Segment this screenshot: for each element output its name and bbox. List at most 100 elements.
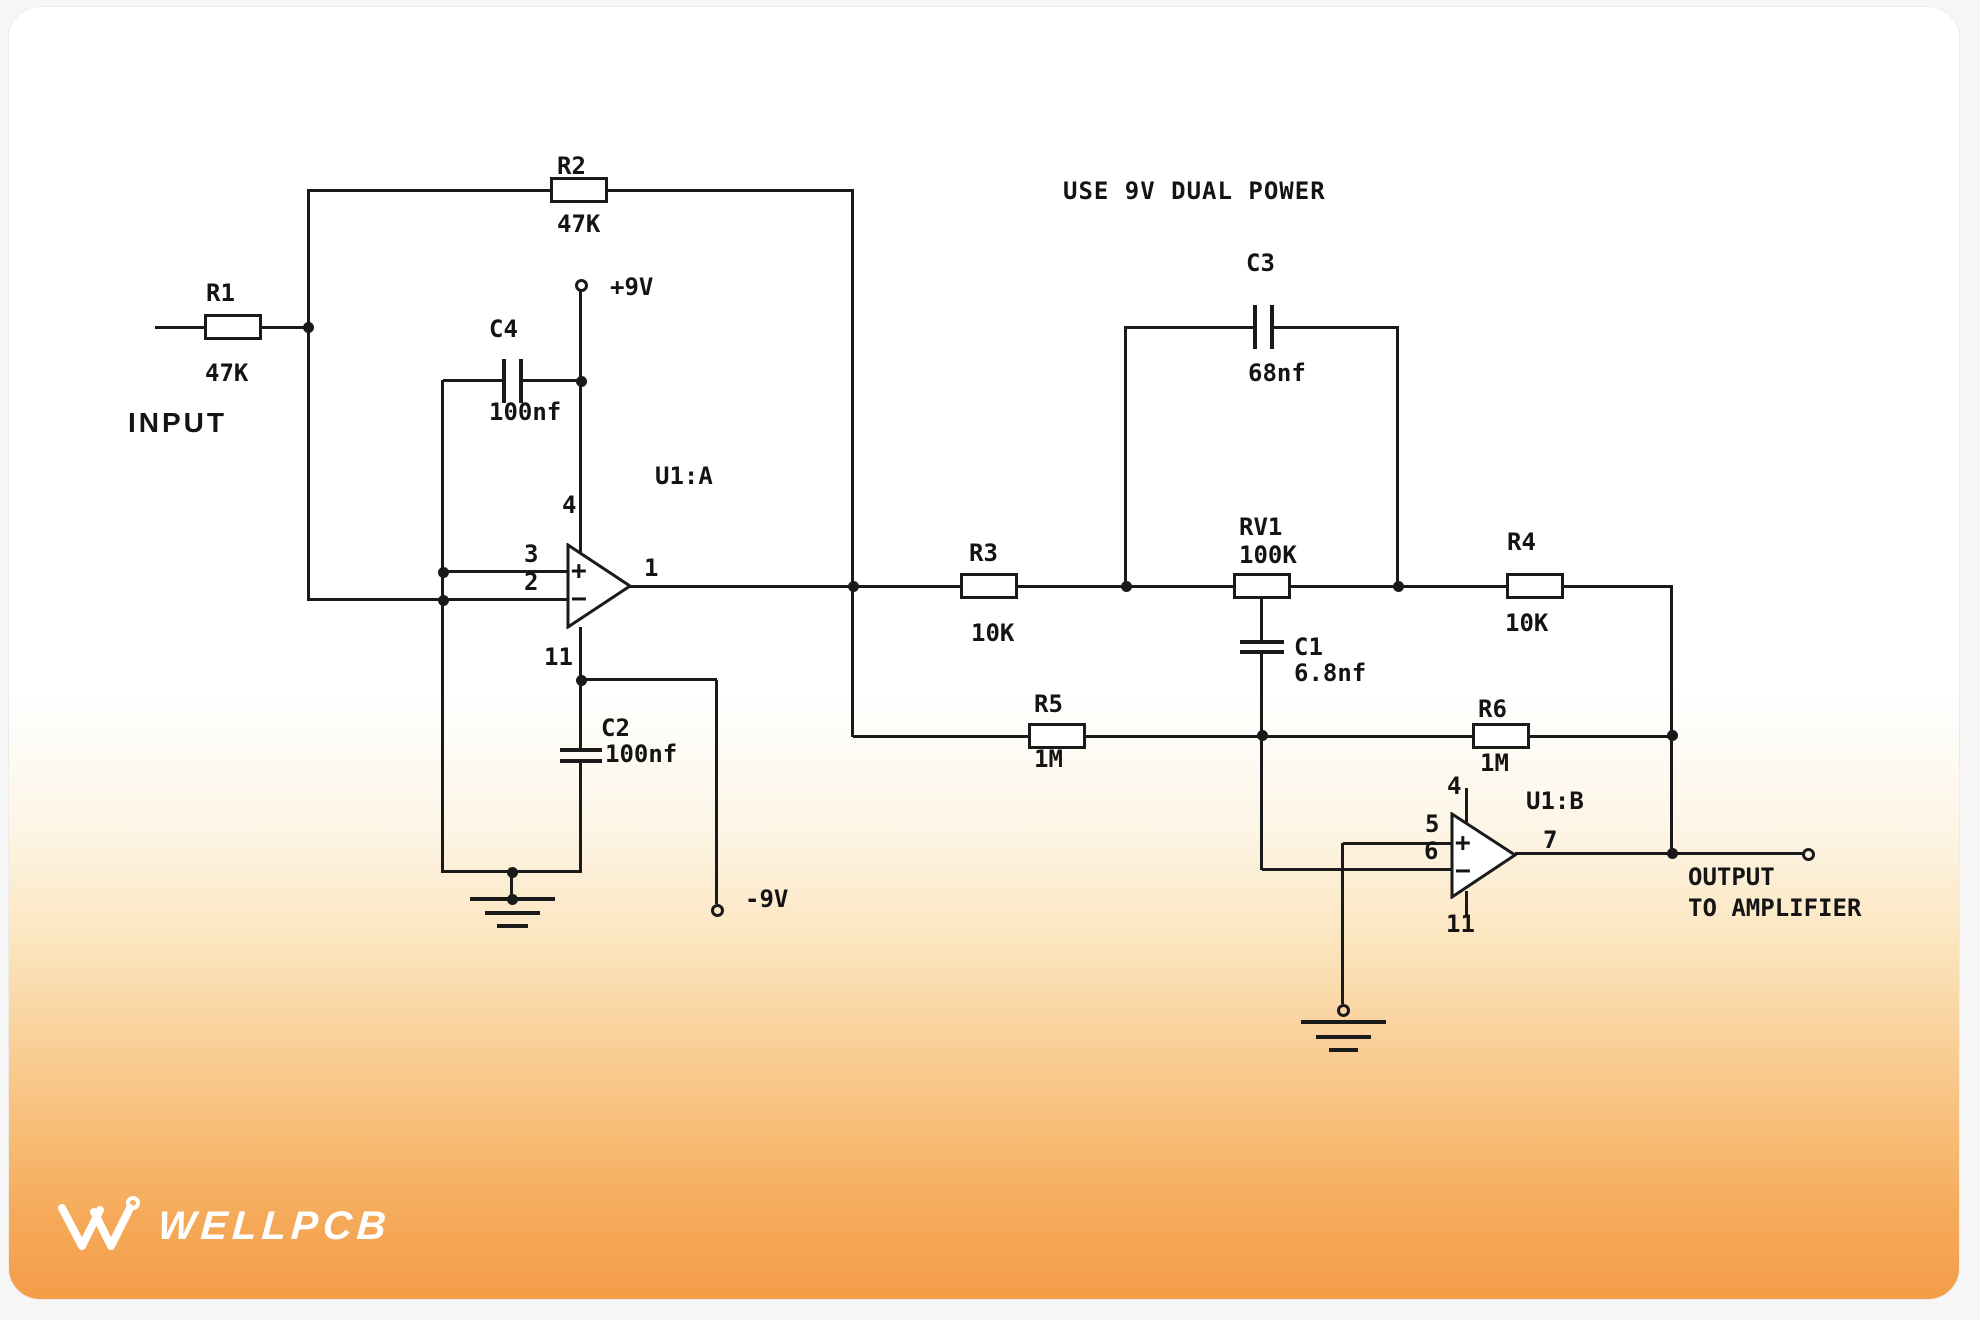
wire-ground-left-leg — [441, 380, 444, 873]
opamp-u1a-triangle — [566, 543, 632, 629]
r6-value-label: 1M — [1480, 749, 1509, 777]
junction-dot — [438, 595, 449, 606]
wire-b-pin4 — [1465, 788, 1468, 828]
plus9v-label: +9V — [610, 273, 654, 301]
output-label-line2: TO AMPLIFIER — [1688, 894, 1862, 922]
u1b-pin11-label: 11 — [1446, 910, 1475, 938]
wire-plus9v-rail — [579, 290, 582, 554]
wire-c2-bottom — [579, 763, 582, 873]
wire-minus9v-vertical — [715, 680, 718, 904]
junction-dot — [576, 675, 587, 686]
c1-ref-label: C1 — [1294, 633, 1323, 661]
r2-value-label: 47K — [557, 210, 601, 238]
junction-dot — [576, 376, 587, 387]
junction-dot — [507, 867, 518, 878]
r1-value-label: 47K — [205, 359, 249, 387]
u1b-pin4-label: 4 — [1447, 772, 1462, 800]
c3-capacitor-plate — [1270, 305, 1274, 349]
opamp-u1b-triangle — [1450, 812, 1517, 899]
output-terminal — [1802, 848, 1815, 861]
wellpcb-logo-icon — [58, 1196, 140, 1250]
input-label: INPUT — [128, 407, 227, 438]
rv1-value-label: 100K — [1239, 541, 1297, 569]
resistor-r4 — [1506, 573, 1564, 599]
plus9v-terminal — [575, 279, 588, 292]
power-note-label: USE 9V DUAL POWER — [1063, 177, 1326, 205]
c2-ref-label: C2 — [601, 714, 630, 742]
junction-dot — [1667, 848, 1678, 859]
u1a-pin2-label: 2 — [524, 568, 539, 596]
junction-dot — [1257, 730, 1268, 741]
c3-capacitor-plate — [1253, 305, 1257, 349]
u1a-plus-sign: + — [571, 556, 587, 586]
wire-node-a-vertical — [307, 189, 310, 601]
resistor-r3 — [960, 573, 1018, 599]
u1b-plus-sign: + — [1455, 828, 1471, 858]
wire-pin6 — [1262, 868, 1452, 871]
wire-ground-a-stub — [510, 871, 513, 899]
wire-pin11-down — [579, 627, 582, 751]
c2-capacitor-plate — [560, 759, 602, 763]
c4-capacitor-plate — [502, 359, 506, 403]
c3-value-label: 68nf — [1248, 359, 1306, 387]
u1a-pin3-label: 3 — [524, 540, 539, 568]
wire-c4-left — [443, 379, 505, 382]
junction-dot — [848, 581, 859, 592]
r3-value-label: 10K — [971, 619, 1015, 647]
junction-dot — [438, 567, 449, 578]
u1a-ref-label: U1:A — [655, 462, 713, 490]
u1b-minus-sign: − — [1455, 856, 1471, 886]
wire-output — [1515, 852, 1804, 855]
c1-value-label: 6.8nf — [1294, 659, 1367, 687]
wire-c3-right-leg — [1396, 326, 1399, 586]
minus9v-label: -9V — [745, 885, 789, 913]
wire-main-line — [630, 585, 1672, 588]
minus9v-terminal — [711, 904, 724, 917]
wire-minus9v-horizontal — [581, 678, 717, 681]
c4-value-label: 100nf — [489, 398, 562, 426]
junction-dot — [1667, 730, 1678, 741]
wire-c3-left-leg — [1124, 326, 1127, 586]
r4-value-label: 10K — [1505, 609, 1549, 637]
wire-c1-bottom — [1260, 653, 1263, 736]
u1a-pin11-label: 11 — [544, 643, 573, 671]
wire-feedback-vertical — [851, 189, 854, 737]
u1a-minus-sign: − — [571, 584, 587, 614]
junction-dot — [507, 894, 518, 905]
wire-rv1-wiper — [1260, 596, 1263, 642]
output-label-line1: OUTPUT — [1688, 863, 1775, 891]
r6-ref-label: R6 — [1478, 695, 1507, 723]
c2-value-label: 100nf — [605, 740, 678, 768]
u1b-pin5-label: 5 — [1425, 810, 1440, 838]
wire-pin3 — [443, 570, 568, 573]
c1-capacitor-plate — [1240, 650, 1284, 654]
ground-b-terminal — [1337, 1004, 1350, 1017]
junction-dot — [1393, 581, 1404, 592]
wire-c4-right — [522, 379, 581, 382]
u1b-pin7-label: 7 — [1543, 826, 1558, 854]
rv1-ref-label: RV1 — [1239, 513, 1283, 541]
wire-pin6-vertical — [1260, 735, 1263, 870]
ground-b-bar — [1316, 1035, 1371, 1039]
wire-c3-left — [1124, 326, 1256, 329]
c4-capacitor-plate — [519, 359, 523, 403]
u1b-pin6-label: 6 — [1424, 837, 1439, 865]
ground-b-bar — [1329, 1048, 1358, 1052]
wire-pin5 — [1343, 842, 1452, 845]
r5-ref-label: R5 — [1034, 690, 1063, 718]
junction-dot — [1121, 581, 1132, 592]
wire-c3-right — [1273, 326, 1399, 329]
r1-ref-label: R1 — [206, 279, 235, 307]
resistor-r1 — [204, 314, 262, 340]
wellpcb-logo: WELLPCB — [56, 1196, 392, 1256]
resistor-r6 — [1472, 723, 1530, 749]
wire-right-vertical — [1670, 585, 1673, 855]
r3-ref-label: R3 — [969, 539, 998, 567]
u1a-pin1-label: 1 — [644, 554, 659, 582]
resistor-r2 — [550, 177, 608, 203]
c1-capacitor-plate — [1240, 640, 1284, 644]
c3-ref-label: C3 — [1246, 249, 1275, 277]
ground-a-bar — [485, 911, 540, 915]
